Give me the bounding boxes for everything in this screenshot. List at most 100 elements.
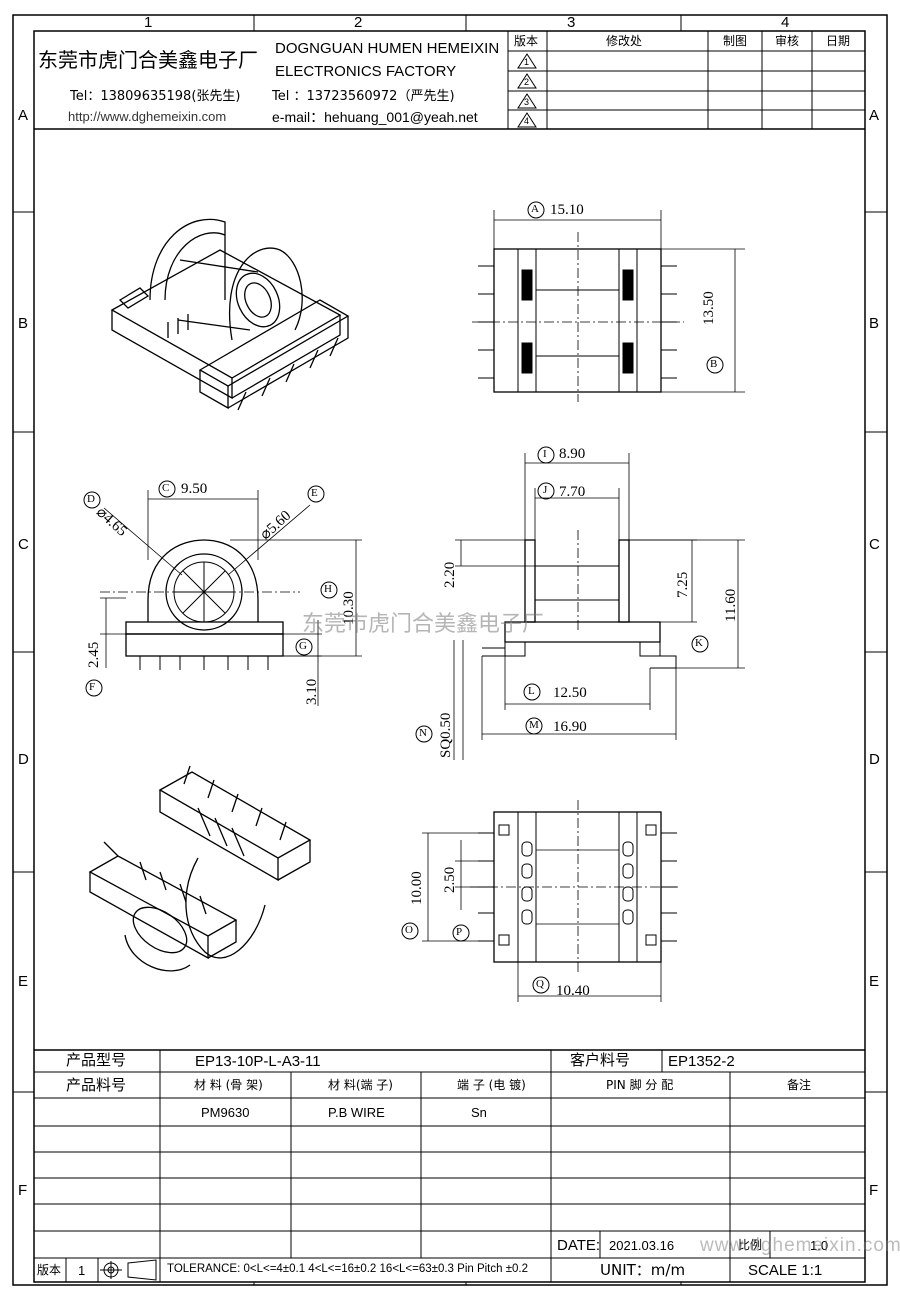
email-address[interactable]: e-mail：hehuang_001@yeah.net	[272, 109, 478, 125]
revision-triangles	[517, 53, 537, 128]
date-label: DATE:	[557, 1237, 601, 1254]
scale-ratio-value: 1.0	[810, 1238, 829, 1253]
inner-border	[33, 30, 866, 1283]
pin-material-value: P.B WIRE	[328, 1105, 385, 1120]
footer-watermark: www.dghemeixin.com	[700, 1235, 900, 1256]
tel-contact-1: Tel：13809635198(张先生)	[70, 89, 241, 104]
rev-header-drawn: 制图	[723, 34, 748, 48]
tolerance-note: TOLERANCE: 0<L<=4±0.1 4<L<=16±0.2 16<L<=…	[167, 1263, 529, 1275]
rev-header-date: 日期	[826, 34, 851, 48]
side-view	[453, 453, 745, 760]
dim-value-p: 2.50	[442, 866, 458, 893]
outer-border	[12, 14, 888, 1286]
bottom-pin-view	[422, 800, 680, 1002]
rev-header-version: 版本	[514, 34, 539, 48]
col-plating: 端 子 (电 镀)	[457, 1078, 526, 1092]
dim-letter-q: Q	[536, 978, 544, 990]
dim-letter-c: C	[162, 482, 170, 494]
grid-row-b-left: B	[18, 315, 29, 332]
website-link[interactable]: http://www.dghemeixin.com	[68, 109, 227, 124]
front-view	[100, 490, 362, 706]
grid-row-f-left: F	[18, 1182, 28, 1199]
rev-mark-3: 3	[524, 97, 530, 107]
rev-mark-2: 2	[524, 77, 530, 87]
dim-value-k-inner: 7.25	[675, 571, 691, 598]
dim-value-g: 3.10	[304, 678, 320, 705]
dim-letter-l: L	[528, 685, 535, 697]
rev-mark-1: 1	[524, 57, 530, 67]
dim-letter-e: E	[311, 487, 318, 499]
dim-letter-i: I	[543, 448, 547, 460]
version-value: 1	[78, 1263, 86, 1278]
projection-symbol-icon	[100, 1259, 157, 1281]
unit-label: UNIT：m/m	[600, 1261, 686, 1279]
title-block	[34, 1049, 865, 1282]
bobbin-material-value: PM9630	[201, 1105, 250, 1120]
grid-row-b-right: B	[869, 315, 880, 332]
dim-letter-a: A	[531, 203, 539, 215]
dim-letter-n: N	[419, 727, 427, 739]
dim-value-o: 10.00	[409, 871, 425, 905]
col-remark: 备注	[787, 1078, 812, 1092]
dim-letter-b: B	[710, 358, 718, 370]
dim-value-m: 16.90	[553, 719, 587, 735]
col-bobbin-material: 材 料 (骨 架)	[194, 1078, 263, 1092]
dim-letter-p: P	[456, 926, 463, 938]
company-name-en-2: ELECTRONICS FACTORY	[275, 63, 457, 80]
col-pin-material: 材 料(端 子)	[328, 1078, 393, 1092]
dim-value-n: SQ0.50	[438, 712, 454, 758]
grid-row-c-left: C	[18, 536, 29, 553]
grid-row-e-left: E	[18, 973, 29, 990]
customer-pn-value: EP1352-2	[668, 1053, 735, 1070]
rev-header-change: 修改处	[606, 34, 643, 48]
grid-row-e-right: E	[869, 973, 880, 990]
product-model-label: 产品型号	[66, 1051, 127, 1069]
tel-contact-2: Tel ：13723560972（严先生)	[272, 89, 455, 104]
scale-ratio-label: 比例	[738, 1238, 763, 1252]
dim-value-q: 10.40	[556, 983, 590, 999]
dim-value-c: 9.50	[181, 481, 208, 497]
grid-row-c-right: C	[869, 536, 880, 553]
row-zone-ticks	[13, 211, 887, 1093]
grid-row-a-right: A	[869, 107, 880, 124]
grid-row-a-left: A	[18, 107, 29, 124]
dim-value-f: 2.45	[86, 641, 102, 668]
product-pn-label: 产品料号	[66, 1076, 127, 1094]
dim-letter-g: G	[299, 640, 307, 652]
grid-row-d-left: D	[18, 751, 29, 768]
dim-value-k: 11.60	[723, 588, 739, 622]
grid-row-d-right: D	[869, 751, 880, 768]
dim-letter-h: H	[324, 583, 332, 595]
col-pin-assignment: PIN 脚 分 配	[606, 1078, 674, 1092]
dim-value-a: 15.10	[550, 202, 584, 218]
grid-col-1: 1	[144, 14, 153, 31]
rev-mark-4: 4	[524, 116, 530, 126]
company-name-cn: 东莞市虎门合美鑫电子厂	[38, 48, 258, 72]
product-model-value: EP13-10P-L-A3-11	[195, 1053, 321, 1070]
dim-letter-o: O	[405, 924, 413, 936]
dim-value-j: 7.70	[559, 484, 586, 500]
rev-header-checked: 审核	[775, 34, 800, 48]
version-label: 版本	[37, 1263, 62, 1277]
grid-col-4: 4	[781, 14, 790, 31]
dim-value-l: 12.50	[553, 685, 587, 701]
dim-letter-j: J	[543, 484, 548, 496]
dim-letter-f: F	[89, 681, 96, 693]
scale-label: SCALE 1:1	[748, 1262, 823, 1279]
dim-value-i: 8.90	[559, 446, 586, 462]
customer-pn-label: 客户料号	[570, 1051, 631, 1069]
plating-value: Sn	[471, 1105, 487, 1120]
dim-letter-m: M	[529, 719, 539, 731]
dim-letter-k: K	[695, 637, 703, 649]
column-zone-ticks	[253, 15, 682, 1285]
grid-col-2: 2	[354, 14, 363, 31]
date-value: 2021.03.16	[609, 1238, 675, 1253]
watermark: 东莞市虎门合美鑫电子厂	[302, 612, 545, 637]
company-name-en-1: DOGNGUAN HUMEN HEMEIXIN	[275, 40, 500, 57]
isometric-view-bottom	[88, 765, 312, 972]
header-block	[34, 31, 865, 130]
dim-value-b: 13.50	[701, 291, 717, 325]
dim-letter-d: D	[87, 493, 95, 505]
dim-value-top-height: 2.20	[442, 561, 458, 588]
